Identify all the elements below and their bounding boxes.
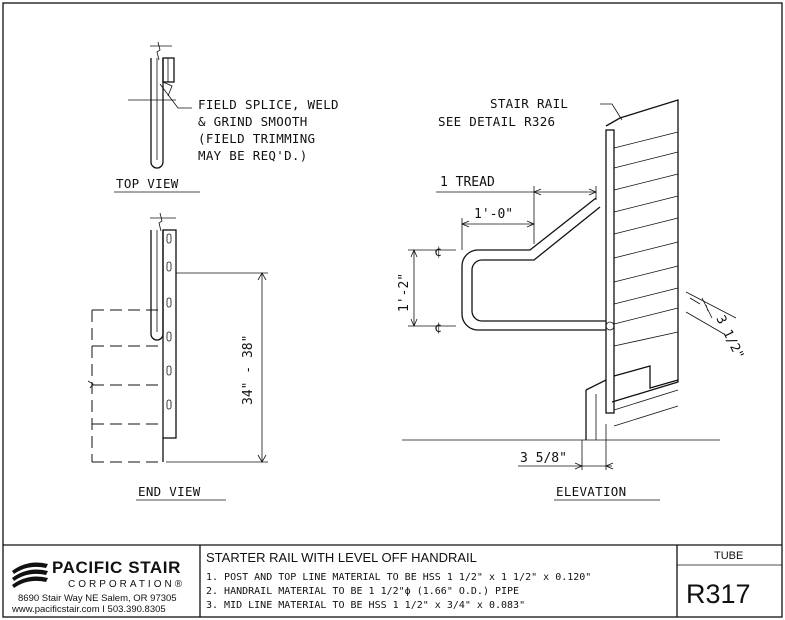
- one-foot-two-dimension: 1'-2": [397, 273, 412, 312]
- tread-dimension: 1 TREAD: [440, 175, 495, 190]
- detail-number: R317: [686, 579, 751, 609]
- stair-rail-note-line1: STAIR RAIL: [490, 96, 568, 111]
- note-2: 2. HANDRAIL MATERIAL TO BE 1 1/2"ϕ (1.66…: [206, 586, 519, 597]
- splice-note-line4: MAY BE REQ'D.): [198, 148, 308, 163]
- three-five-eighths-dimension: 3 5/8": [520, 451, 567, 466]
- three-half-dimension: 3 1/2": [712, 313, 746, 362]
- company-logo: [12, 562, 48, 588]
- end-view: [87, 212, 268, 463]
- one-foot-dimension: 1'-0": [474, 207, 513, 222]
- centerline-bottom: ¢: [434, 321, 442, 336]
- company-name: PACIFIC STAIR: [52, 558, 181, 577]
- height-dimension: 34" - 38": [241, 335, 256, 405]
- drawing-title: STARTER RAIL WITH LEVEL OFF HANDRAIL: [206, 550, 477, 565]
- company-contact: www.pacificstair.com I 503.390.8305: [11, 604, 166, 615]
- splice-note-line3: (FIELD TRIMMING: [198, 131, 315, 146]
- splice-note-line1: FIELD SPLICE, WELD: [198, 97, 339, 112]
- note-1: 1. POST AND TOP LINE MATERIAL TO BE HSS …: [206, 572, 591, 583]
- top-view-label: TOP VIEW: [116, 176, 179, 191]
- top-view: [128, 41, 192, 169]
- elevation-label: ELEVATION: [556, 484, 626, 499]
- company-address: 8690 Stair Way NE Salem, OR 97305: [18, 593, 177, 604]
- centerline-top: ¢: [434, 245, 442, 260]
- stair-rail-note-line2: SEE DETAIL R326: [438, 114, 555, 129]
- end-view-label: END VIEW: [138, 484, 201, 499]
- splice-note-line2: & GRIND SMOOTH: [198, 114, 308, 129]
- note-3: 3. MID LINE MATERIAL TO BE HSS 1 1/2" x …: [206, 600, 525, 611]
- title-block: [3, 544, 782, 617]
- elevation-view: [402, 99, 737, 470]
- material-type: TUBE: [714, 550, 743, 562]
- company-corporation: CORPORATION®: [68, 579, 185, 590]
